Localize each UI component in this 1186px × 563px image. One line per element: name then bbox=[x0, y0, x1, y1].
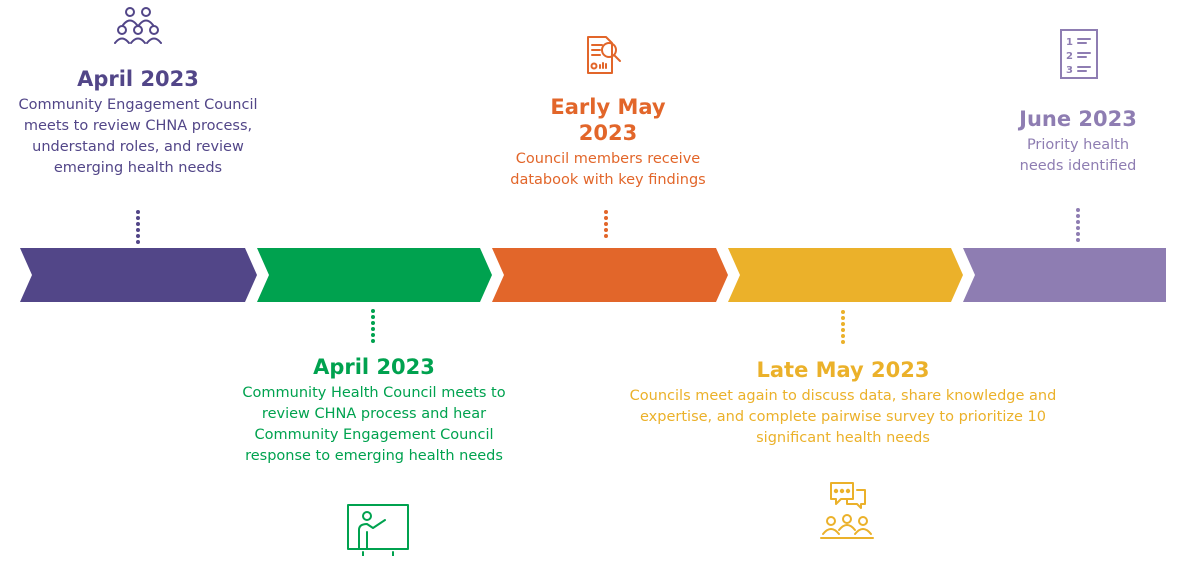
people-group-icon bbox=[114, 5, 162, 53]
timeline-segment-purple bbox=[20, 248, 257, 302]
databook-magnifier-icon bbox=[584, 34, 624, 82]
timeline-event-june-2023: June 2023 Priority health needs identifi… bbox=[970, 106, 1186, 177]
timeline-event-april-2023-health-council: April 2023 Community Health Council meet… bbox=[216, 354, 532, 467]
connector-dots bbox=[370, 309, 376, 345]
timeline-event-late-may-2023: Late May 2023 Councils meet again to dis… bbox=[606, 357, 1080, 449]
group-discussion-icon bbox=[817, 480, 877, 563]
svg-text:2: 2 bbox=[1066, 51, 1073, 62]
svg-text:1: 1 bbox=[1066, 37, 1073, 48]
numbered-list-icon: 1 2 3 bbox=[1058, 28, 1100, 84]
connector-dots bbox=[1075, 208, 1081, 244]
svg-text:3: 3 bbox=[1066, 65, 1073, 76]
timeline-segment-lavender bbox=[963, 248, 1166, 302]
connector-dots bbox=[840, 310, 846, 346]
event-date-title: Late May 2023 bbox=[756, 358, 930, 382]
connector-dots bbox=[603, 210, 609, 240]
event-date-title: April 2023 bbox=[77, 67, 199, 91]
timeline-segment-green bbox=[257, 248, 492, 302]
event-description: Community Engagement Council meets to re… bbox=[18, 97, 258, 176]
event-date-title: Early May 2023 bbox=[550, 95, 666, 145]
event-description: Councils meet again to discuss data, sha… bbox=[629, 388, 1057, 446]
connector-dots bbox=[135, 210, 141, 246]
event-description: Council members receive databook with ke… bbox=[510, 151, 706, 188]
event-description: Community Health Council meets to review… bbox=[242, 385, 506, 464]
timeline-segment-orange bbox=[492, 248, 728, 302]
timeline-event-april-2023-engagement: April 2023 Community Engagement Council … bbox=[0, 66, 276, 179]
event-description: Priority health needs identified bbox=[1019, 137, 1137, 174]
event-date-title: April 2023 bbox=[313, 355, 435, 379]
event-date-title: June 2023 bbox=[1019, 107, 1137, 131]
timeline-segment-yellow bbox=[728, 248, 963, 302]
presenter-board-icon bbox=[345, 502, 411, 560]
timeline-event-early-may-2023: Early May 2023 Council members receive d… bbox=[490, 94, 726, 191]
